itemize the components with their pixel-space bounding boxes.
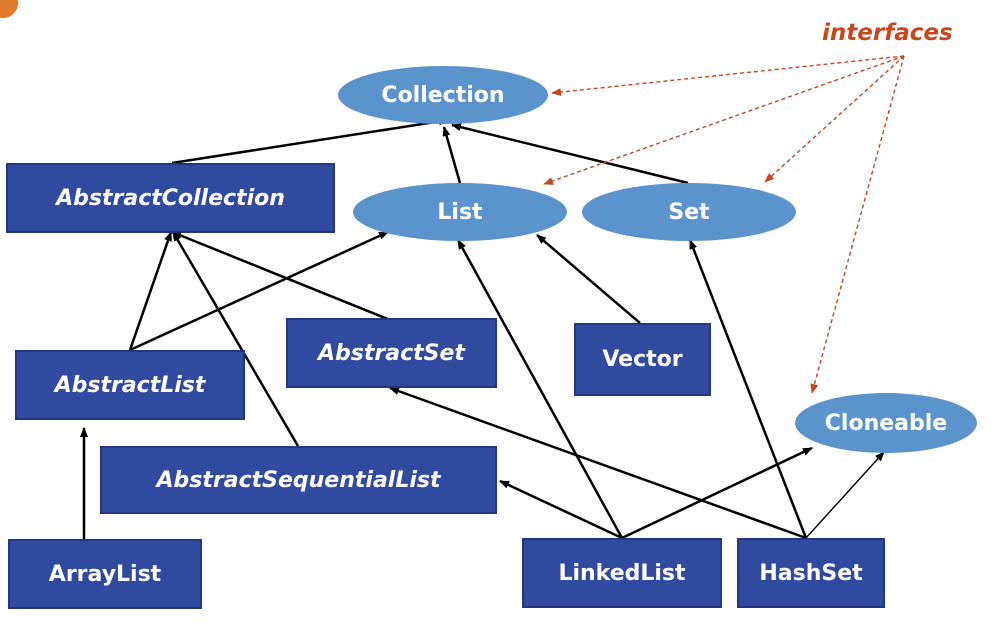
edge-abstractlist-list <box>129 230 389 352</box>
pointer-interfaces-set <box>764 55 905 183</box>
cloneable-label: Cloneable <box>824 410 948 436</box>
edge-hashset-set <box>688 239 808 539</box>
collection-label: Collection <box>381 82 505 108</box>
vector-class-node: Vector <box>574 323 711 396</box>
pointer-interfaces-cloneable <box>810 55 905 394</box>
edge-vector-list <box>536 234 641 324</box>
pointer-interfaces-collection <box>551 55 905 97</box>
cloneable-interface-node: Cloneable <box>795 393 977 453</box>
edge-set-collection <box>451 123 689 185</box>
abstractsequentiallist-label: AbstractSequentialList <box>156 467 441 493</box>
edge-abstractlist-abstractcollection <box>128 231 173 351</box>
set-label: Set <box>668 199 710 225</box>
interfaces-legend: interfaces <box>822 20 953 46</box>
linkedlist-class-node: LinkedList <box>522 538 722 608</box>
edge-linkedlist-abstractsequentiallist <box>499 479 623 540</box>
edge-linkedlist-list <box>456 239 624 539</box>
abstractsequentiallist-class-node: AbstractSequentialList <box>100 446 497 514</box>
edge-abstractset-abstractcollection <box>171 230 396 324</box>
abstractcollection-label: AbstractCollection <box>56 185 285 211</box>
vector-label: Vector <box>602 347 683 372</box>
edge-list-collection <box>442 126 462 184</box>
collection-interface-node: Collection <box>338 66 548 124</box>
edge-linkedlist-cloneable <box>621 446 813 540</box>
abstractlist-class-node: AbstractList <box>15 350 245 420</box>
arraylist-label: ArrayList <box>48 561 162 587</box>
linkedlist-label: LinkedList <box>558 560 686 586</box>
hashset-label: HashSet <box>759 560 863 586</box>
edge-abstractcollection-collection <box>171 117 449 165</box>
edge-hashset-abstractset <box>389 386 807 540</box>
edge-abstractsequentiallist-abstractcollection <box>171 231 300 447</box>
abstractcollection-class-node: AbstractCollection <box>6 163 335 233</box>
corner-bullet-icon <box>0 0 18 18</box>
arraylist-class-node: ArrayList <box>8 539 202 609</box>
abstractlist-label: AbstractList <box>54 372 206 398</box>
list-interface-node: List <box>353 183 567 241</box>
list-label: List <box>437 199 483 225</box>
set-interface-node: Set <box>582 183 796 241</box>
hashset-class-node: HashSet <box>737 538 885 608</box>
pointer-interfaces-list <box>543 55 905 185</box>
abstractset-class-node: AbstractSet <box>286 318 497 388</box>
edge-hashset-cloneable <box>805 451 885 539</box>
abstractset-label: AbstractSet <box>318 340 465 366</box>
